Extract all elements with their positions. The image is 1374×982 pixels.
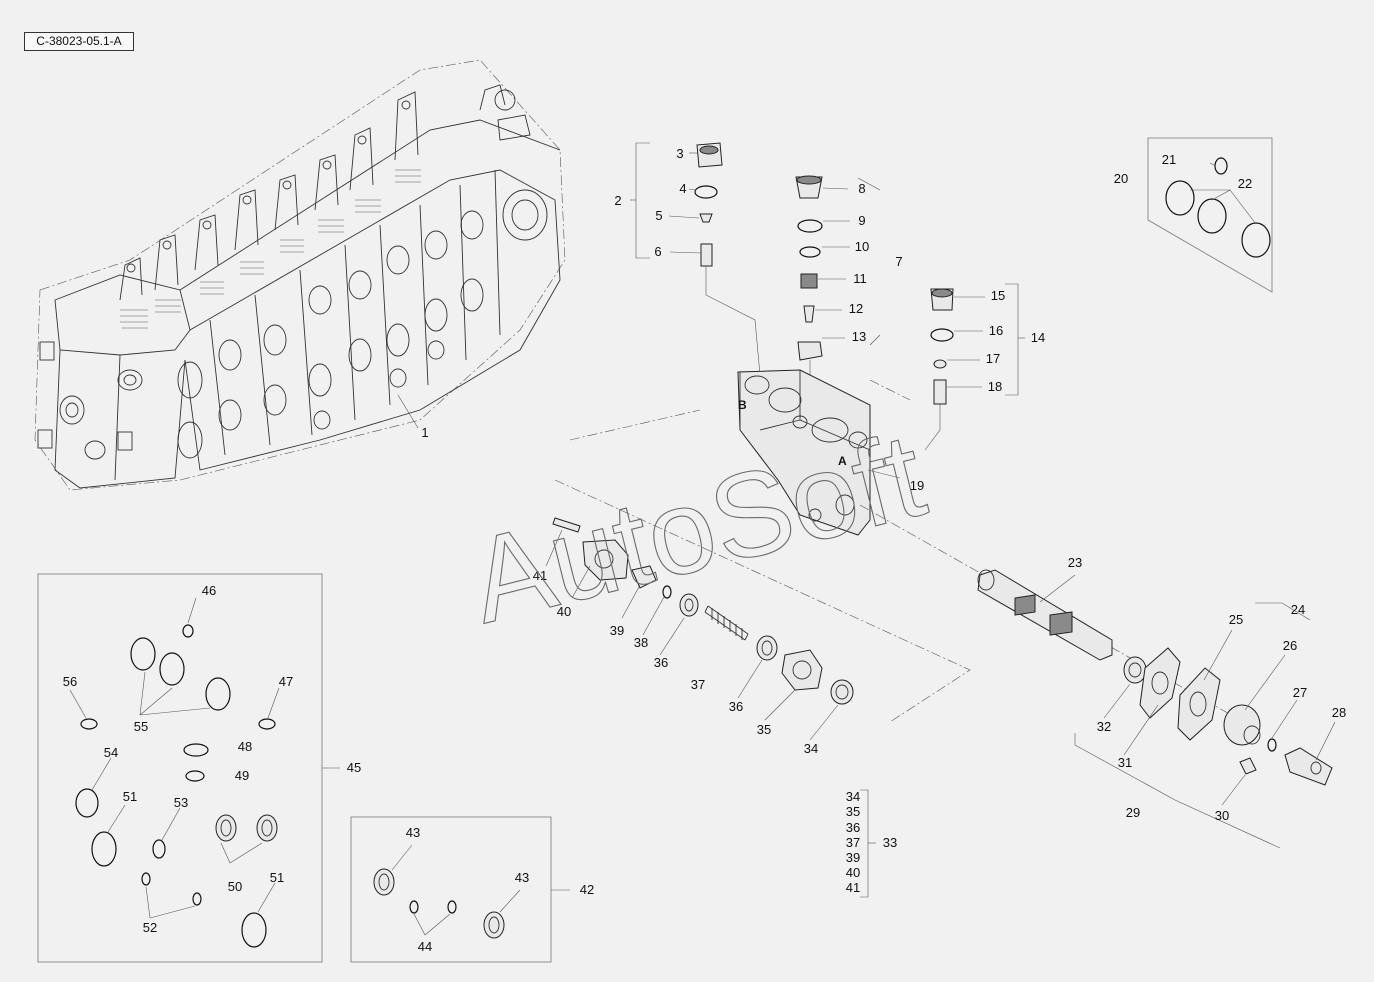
callout-16: 16	[989, 323, 1003, 338]
callout-9: 9	[858, 213, 865, 228]
spool-23	[977, 569, 1113, 661]
callout-21: 21	[1162, 152, 1176, 167]
group-33-bracket	[860, 789, 876, 898]
callout-17: 17	[986, 351, 1000, 366]
callout-15: 15	[991, 288, 1005, 303]
callout-32: 32	[1097, 719, 1111, 734]
callout-48: 48	[238, 739, 252, 754]
callout-labels: 1 2 3 4 5 6 7 8 9 10 11 12 13 14 15 16 1…	[63, 146, 1346, 954]
svg-text:A: A	[838, 454, 847, 468]
reference-code-label: C-38023-05.1-A	[24, 32, 134, 51]
callout-28: 28	[1332, 705, 1346, 720]
parts-34-to-41	[552, 517, 854, 705]
valve-bank-assembly	[34, 59, 566, 491]
callout-53: 53	[174, 795, 188, 810]
callout-30: 30	[1215, 808, 1229, 823]
callout-47: 47	[279, 674, 293, 689]
group-20-box	[1147, 137, 1273, 293]
callout-52: 52	[143, 920, 157, 935]
callout-36-upper: 36	[654, 655, 668, 670]
callout-45: 45	[347, 760, 361, 775]
callout-27: 27	[1293, 685, 1307, 700]
parts-24-to-32	[1074, 602, 1333, 849]
callout-12: 12	[849, 301, 863, 316]
callout-29: 29	[1126, 805, 1140, 820]
list-33-item: 34	[846, 789, 860, 804]
list-33-item: 40	[846, 865, 860, 880]
list-33-item: 36	[846, 820, 860, 835]
watermark-text: AutoSoft	[457, 407, 936, 648]
callout-54: 54	[104, 745, 118, 760]
callout-2: 2	[614, 193, 621, 208]
callout-20: 20	[1114, 171, 1128, 186]
callout-13: 13	[852, 329, 866, 344]
callout-51-left: 51	[123, 789, 137, 804]
callout-51-right: 51	[270, 870, 284, 885]
callout-33: 33	[883, 835, 897, 850]
callout-38: 38	[634, 635, 648, 650]
kit-45-box	[37, 573, 340, 963]
callout-14: 14	[1031, 330, 1045, 345]
group-33-list: 34 35 36 37 39 40 41	[846, 789, 860, 895]
callout-43-left: 43	[406, 825, 420, 840]
callout-24: 24	[1291, 602, 1305, 617]
valve-section-body: B A	[737, 369, 871, 536]
kit-42-box	[350, 816, 570, 963]
callout-18: 18	[988, 379, 1002, 394]
callout-42: 42	[580, 882, 594, 897]
callout-10: 10	[855, 239, 869, 254]
callout-22: 22	[1238, 176, 1252, 191]
callout-19: 19	[910, 478, 924, 493]
callout-39: 39	[610, 623, 624, 638]
callout-26: 26	[1283, 638, 1297, 653]
parts-15-to-18	[924, 283, 1025, 451]
callout-4: 4	[679, 181, 686, 196]
callout-56: 56	[63, 674, 77, 689]
list-33-item: 39	[846, 850, 860, 865]
list-33-item: 41	[846, 880, 860, 895]
callout-43-right: 43	[515, 870, 529, 885]
list-33-item: 37	[846, 835, 860, 850]
callout-7: 7	[895, 254, 902, 269]
callout-46: 46	[202, 583, 216, 598]
callout-11: 11	[853, 271, 867, 286]
callout-31: 31	[1118, 755, 1132, 770]
callout-6: 6	[654, 244, 661, 259]
parts-8-to-13	[795, 175, 881, 416]
callout-50: 50	[228, 879, 242, 894]
callout-34: 34	[804, 741, 818, 756]
list-33-item: 35	[846, 804, 860, 819]
group-2-bracket	[630, 142, 650, 259]
callout-23: 23	[1068, 555, 1082, 570]
callout-41: 41	[533, 568, 547, 583]
callout-25: 25	[1229, 612, 1243, 627]
callout-37: 37	[691, 677, 705, 692]
callout-44: 44	[418, 939, 432, 954]
callout-40: 40	[557, 604, 571, 619]
callout-49: 49	[235, 768, 249, 783]
callout-leaders	[397, 152, 1336, 806]
svg-text:B: B	[738, 398, 747, 412]
callout-1: 1	[421, 425, 428, 440]
parts-3-to-6	[694, 142, 761, 376]
callout-8: 8	[858, 181, 865, 196]
callout-5: 5	[655, 208, 662, 223]
callout-3: 3	[676, 146, 683, 161]
callout-55: 55	[134, 719, 148, 734]
callout-36-lower: 36	[729, 699, 743, 714]
callout-35: 35	[757, 722, 771, 737]
